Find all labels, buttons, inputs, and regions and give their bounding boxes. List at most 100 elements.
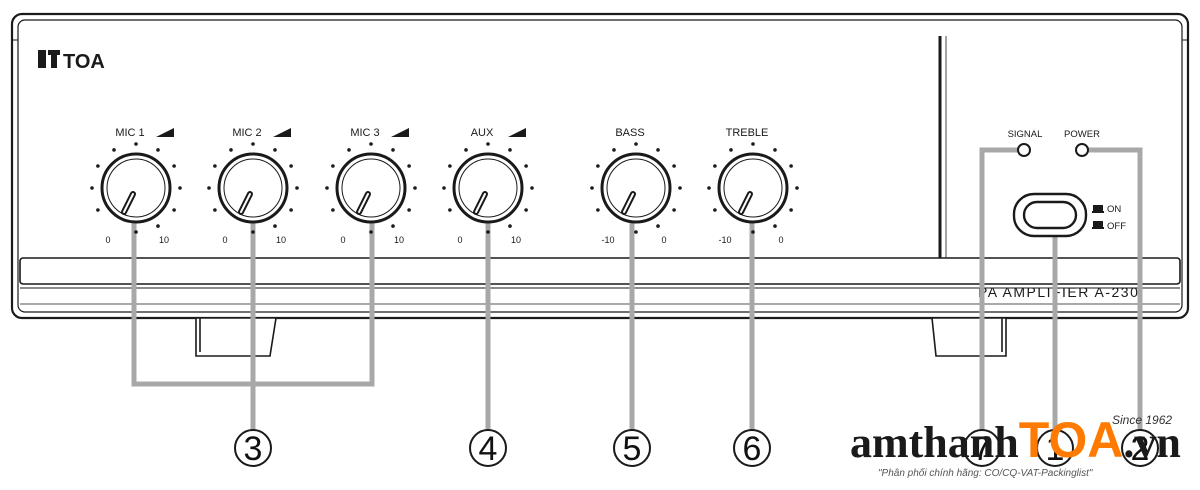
scale-dot xyxy=(207,186,211,190)
knob-pointer-highlight xyxy=(240,193,251,213)
knob-pointer-highlight xyxy=(475,193,486,213)
knob-body[interactable] xyxy=(717,152,789,224)
callout-3: 3 xyxy=(234,429,272,468)
scale-dot xyxy=(331,164,335,168)
scale-dot xyxy=(331,208,335,212)
knob-pointer-highlight xyxy=(123,193,134,213)
toa-logo: TOA xyxy=(38,50,105,73)
knob-body[interactable] xyxy=(100,152,172,224)
scale-dot xyxy=(707,186,711,190)
callout-6: 6 xyxy=(733,429,771,468)
signal-label: SIGNAL xyxy=(1008,129,1043,140)
knob-rim xyxy=(106,158,166,218)
watermark: Since 1962 amthanhTOA.vn "Phân phối chín… xyxy=(850,412,1181,479)
knob-rim xyxy=(341,158,401,218)
callout-5: 5 xyxy=(613,429,651,468)
scale-dot xyxy=(634,142,638,146)
knob-max-label: 10 xyxy=(394,235,404,245)
volume-ramp-icon xyxy=(273,128,291,137)
callout-1: 1 xyxy=(1036,429,1074,468)
switch-on-label: ON xyxy=(1107,204,1121,215)
scale-dot xyxy=(590,186,594,190)
volume-ramp-icon xyxy=(508,128,526,137)
scale-dot xyxy=(90,186,94,190)
knob-max-label: 0 xyxy=(661,235,666,245)
scale-dot xyxy=(273,224,277,228)
scale-dot xyxy=(369,142,373,146)
scale-dot xyxy=(172,164,176,168)
watermark-part3: .vn xyxy=(1123,418,1180,467)
knob-min-label: -10 xyxy=(601,235,614,245)
scale-dot xyxy=(156,148,160,152)
knob-min-label: 0 xyxy=(105,235,110,245)
scale-dot xyxy=(530,186,534,190)
knob-label: MIC 1 xyxy=(115,127,144,139)
power-label: POWER xyxy=(1064,129,1100,140)
callout-number: 6 xyxy=(743,430,762,468)
knob-body[interactable] xyxy=(335,152,407,224)
scale-dot xyxy=(795,186,799,190)
scale-dot xyxy=(596,208,600,212)
power-switch[interactable]: ON OFF xyxy=(1012,192,1126,238)
knob-max-label: 10 xyxy=(511,235,521,245)
chassis xyxy=(10,12,1190,320)
knob-min-label: -10 xyxy=(718,235,731,245)
knob-rim xyxy=(458,158,518,218)
callout-2: 2 xyxy=(1121,429,1159,468)
watermark-tagline: "Phân phối chính hãng: CO/CQ-VAT-Packing… xyxy=(878,467,1093,479)
chassis-feet xyxy=(195,317,1007,357)
scale-dot xyxy=(96,208,100,212)
scale-dot xyxy=(413,186,417,190)
scale-dot xyxy=(596,164,600,168)
leader-signal xyxy=(979,147,1018,430)
scale-dot xyxy=(391,224,395,228)
scale-dot xyxy=(448,208,452,212)
callout-7: 7 xyxy=(963,429,1001,468)
scale-dot xyxy=(508,148,512,152)
callout-circle xyxy=(234,429,272,467)
power-switch-button[interactable] xyxy=(1022,200,1078,230)
scale-dot xyxy=(656,148,660,152)
scale-dot xyxy=(672,164,676,168)
callout-circle xyxy=(1121,429,1159,467)
scale-dot xyxy=(289,208,293,212)
knob-min-label: 0 xyxy=(222,235,227,245)
knob-min-label: 0 xyxy=(340,235,345,245)
knob-rim xyxy=(223,158,283,218)
scale-dot xyxy=(524,164,528,168)
scale-dot xyxy=(751,142,755,146)
scale-dot xyxy=(656,224,660,228)
knob-label: AUX xyxy=(471,127,494,139)
toa-logo-mark xyxy=(38,50,46,68)
knob-body[interactable] xyxy=(217,152,289,224)
knob-label: MIC 2 xyxy=(232,127,261,139)
scale-dot xyxy=(213,164,217,168)
scale-dot xyxy=(508,224,512,228)
watermark-part2: TOA xyxy=(1019,412,1124,468)
scale-dot xyxy=(112,148,116,152)
knob-max-label: 0 xyxy=(778,235,783,245)
knob-body[interactable] xyxy=(452,152,524,224)
knob-body[interactable] xyxy=(600,152,672,224)
power-led xyxy=(1075,143,1089,157)
watermark-logo: amthanhTOA.vn xyxy=(850,412,1181,468)
switch-off-label: OFF xyxy=(1107,221,1126,232)
callout-circle xyxy=(1036,429,1074,467)
scale-dot xyxy=(251,142,255,146)
scale-dot xyxy=(773,148,777,152)
knob-rim xyxy=(606,158,666,218)
scale-dot xyxy=(229,148,233,152)
signal-led xyxy=(1017,143,1031,157)
scale-dot xyxy=(486,142,490,146)
on-state-icon xyxy=(1093,205,1103,211)
knob-min-label: 0 xyxy=(457,235,462,245)
knob-pointer-highlight xyxy=(358,193,369,213)
